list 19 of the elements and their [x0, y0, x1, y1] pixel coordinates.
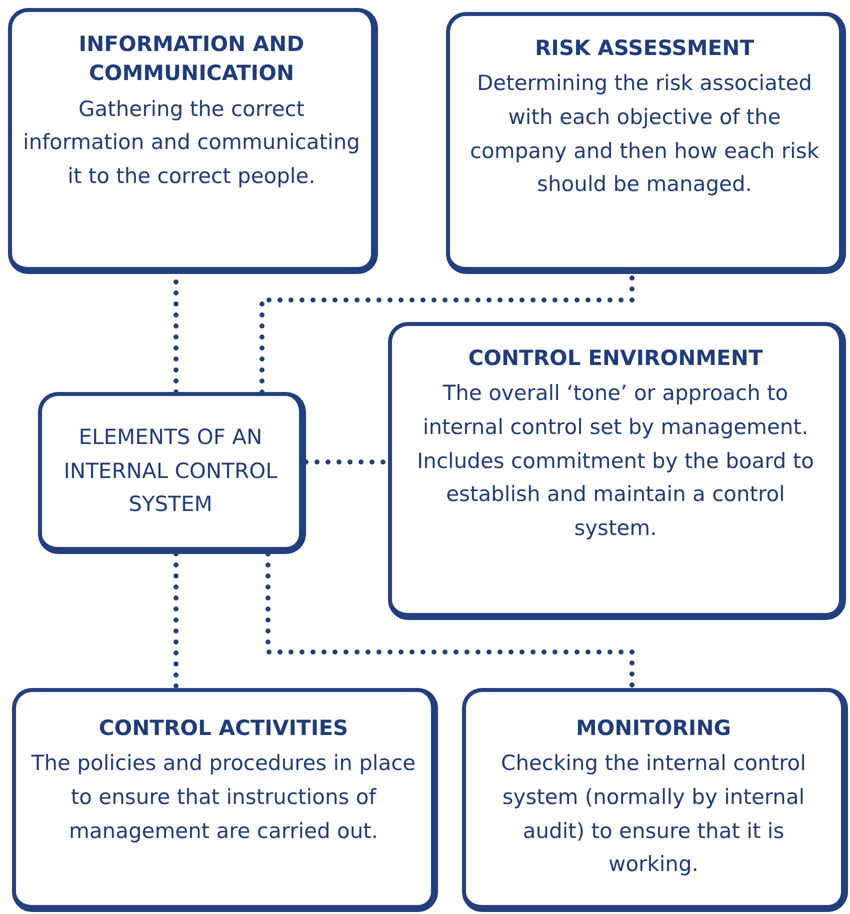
- element-box: [12, 688, 438, 912]
- box-description: The policies and procedures in place to ensure that instructions of management are carried out.: [30, 750, 417, 845]
- box-heading: INFORMATION AND COMMUNICATION: [78, 31, 306, 88]
- box-description: Checking the internal control system (normally by internal audit) to ensure that it is working.: [500, 750, 807, 878]
- box-heading: CONTROL ACTIVITIES: [98, 715, 350, 742]
- box-title: ELEMENTS OF AN INTERNAL CONTROL SYSTEM: [62, 424, 278, 518]
- box-description: The overall ‘tone’ or approach to internal control set by management. Includes commitment by the board to establish and maintain a control system.: [416, 380, 815, 542]
- element-box: [8, 8, 378, 274]
- element-box: [462, 688, 848, 912]
- central-box: [38, 392, 306, 554]
- box-heading: MONITORING: [574, 715, 732, 742]
- box-description: Determining the risk associated with each objective of the company and then how each risk should be managed.: [469, 70, 820, 198]
- dotted-connector: [174, 552, 178, 690]
- element-box: [388, 322, 846, 620]
- box-description: Gathering the correct information and communicating it to the correct people.: [22, 96, 361, 190]
- box-heading: CONTROL ENVIRONMENT: [467, 345, 764, 372]
- dotted-connector: [266, 552, 634, 690]
- box-heading: RISK ASSESSMENT: [534, 35, 756, 62]
- element-box: [446, 12, 846, 274]
